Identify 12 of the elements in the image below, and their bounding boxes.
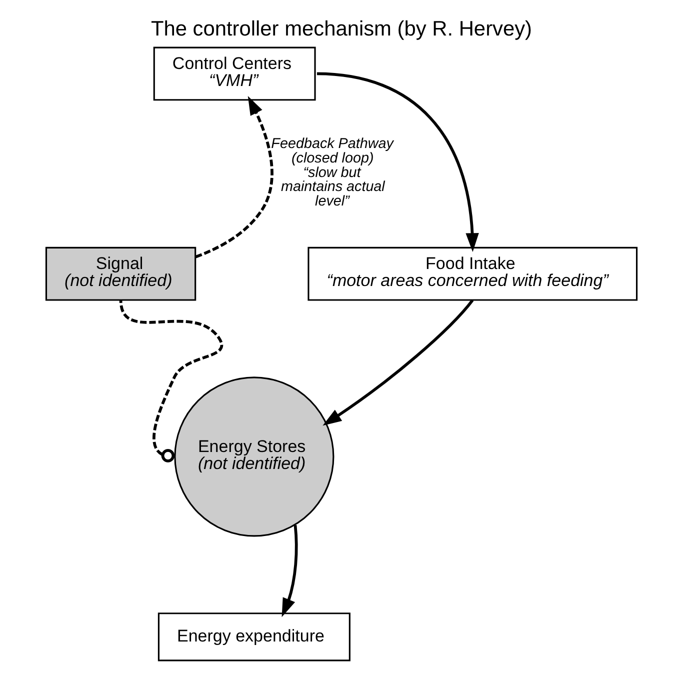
arrow bbox=[322, 299, 474, 426]
edge-label: Feedback Pathway (closed loop) “slow but maintains actual level” bbox=[270, 136, 393, 210]
node-box: Signal (not identified) bbox=[44, 246, 196, 301]
arrow bbox=[194, 96, 273, 258]
connector bbox=[118, 300, 222, 462]
arrow bbox=[316, 72, 478, 252]
node-box: Energy expenditure bbox=[157, 612, 350, 662]
node-circle: Energy Stores (not identified) bbox=[174, 376, 334, 537]
arrow bbox=[281, 525, 298, 618]
diagram-title: The controller mechanism (by R. Hervey) bbox=[150, 18, 532, 41]
node-box: Control Centers “VMH” bbox=[152, 46, 316, 101]
node-box: Food Intake “motor areas concerned with feeding” bbox=[307, 246, 638, 301]
